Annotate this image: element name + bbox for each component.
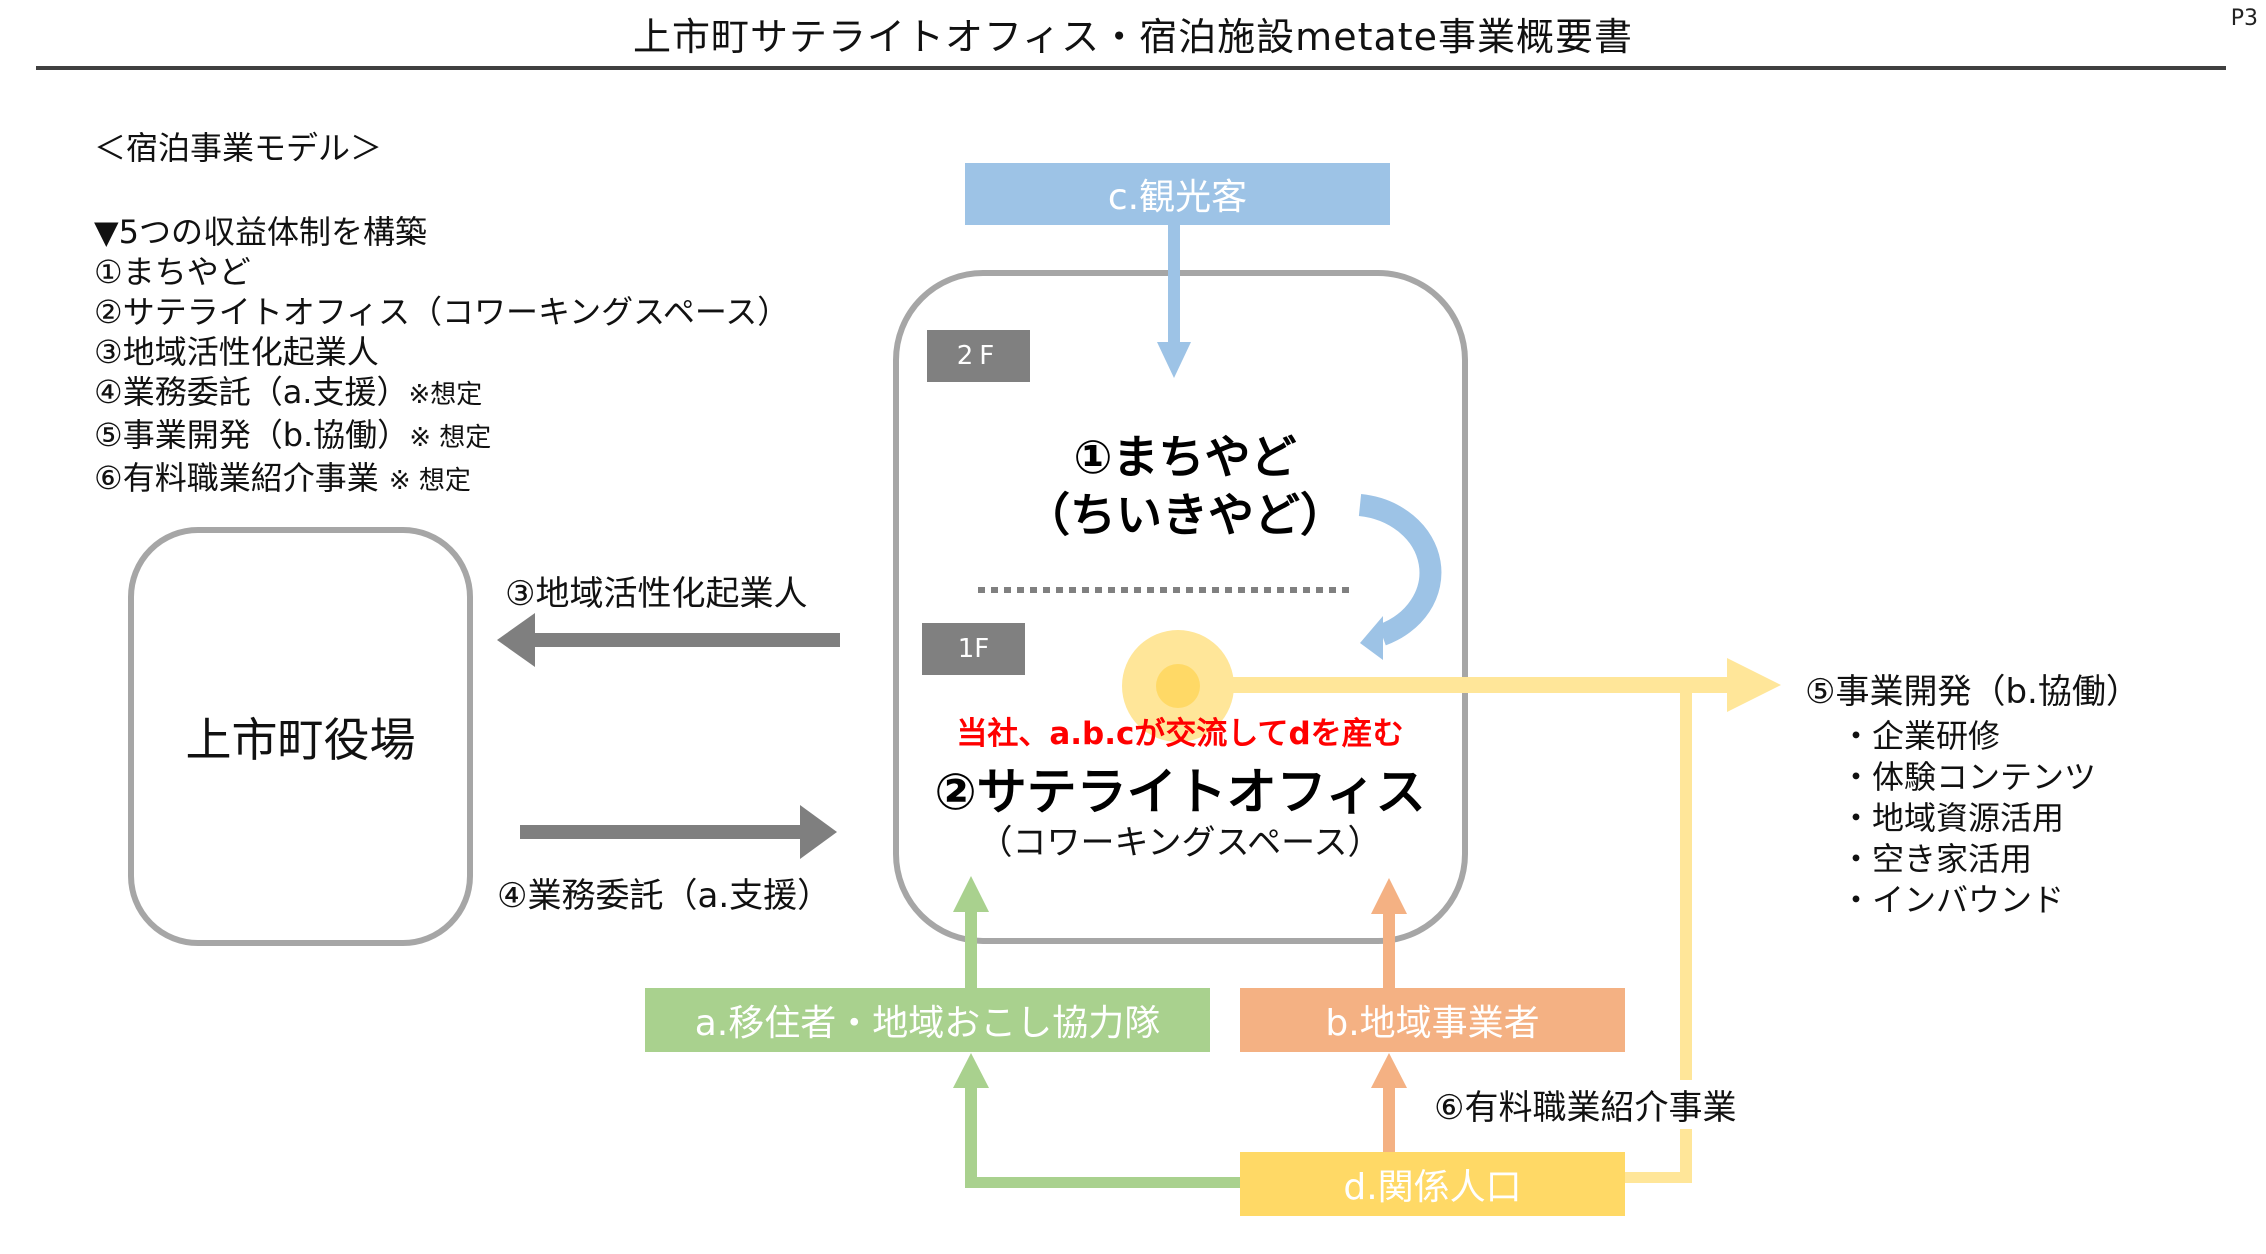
exchange-circle [1122,630,1234,742]
curved-arrow-2f-to-1f [1358,494,1442,660]
flow-4-label: ④業務委託（a.支援） [497,876,832,916]
revenue-item: ②サテライトオフィス（コワーキングスペース） [94,293,790,331]
page-number: P3 [2230,6,2258,31]
revenue-item: ①まちやど [94,253,251,291]
arrow-3-left [497,613,840,667]
flow-6-label: ⑥有料職業紹介事業 [1428,1080,1743,1129]
revenue-item: ⑤事業開発（b.協働）※ 想定 [94,416,492,454]
model-heading: ＜宿泊事業モデル＞ [94,129,383,167]
revenue-item: ⑥有料職業紹介事業 ※ 想定 [94,459,471,497]
arrow-b-to-office [1371,878,1407,988]
business-dev-list: ・企業研修 ・体験コンテンツ ・地域資源活用 ・空き家活用 ・インバウンド [1840,716,2096,921]
floor-2f-label: 2F [927,330,1030,382]
tourist-arrow [1157,225,1191,378]
arrow-4-right [520,805,837,859]
business-dev-item: ・体験コンテンツ [1840,758,2097,796]
business-dev-title: ⑤事業開発（b.協働） [1805,672,2140,712]
coworking-label: （コワーキングスペース） [978,823,1382,863]
business-dev-item: ・空き家活用 [1840,840,2033,878]
revenue-title: ▼5つの収益体制を構築 [94,213,427,251]
revenue-list: ▼5つの収益体制を構築 ①まちやど ②サテライトオフィス（コワーキングスペース）… [94,212,789,501]
business-dev-item: ・企業研修 [1840,717,2001,755]
exchange-text: 当社、a.b.cが交流してdを産む [956,716,1404,752]
arrow-5-business-dev [1180,658,1781,1183]
machiyado-label: ①まちやど （ちいきやど） [1024,430,1346,542]
migrants-box: a.移住者・地域おこし協力隊 [645,988,1210,1052]
satellite-office-label: ②サテライトオフィス [934,763,1426,821]
related-population-box: d.関係人口 [1240,1152,1625,1216]
revenue-note: ※想定 [408,380,483,410]
building-box [893,270,1468,944]
flow-3-label: ③地域活性化起業人 [505,574,808,614]
revenue-item: ③地域活性化起業人 [94,333,379,371]
arrow-d-to-a [953,1053,1240,1188]
revenue-item: ④業務委託（a.支援）※想定 [94,373,483,411]
business-dev-item: ・インバウンド [1840,881,2065,919]
tourists-box: c.観光客 [965,163,1390,225]
arrow-a-to-office [953,876,989,988]
revenue-note: ※ 想定 [409,423,492,453]
local-business-box: b.地域事業者 [1240,988,1625,1052]
floor-1f-label: 1F [922,623,1025,675]
arrow-d-to-b [1371,1053,1407,1152]
revenue-note: ※ 想定 [388,466,471,496]
title-divider [36,66,2226,70]
business-dev-item: ・地域資源活用 [1840,799,2065,837]
document-title: 上市町サテライトオフィス・宿泊施設metate事業概要書 [632,15,1634,59]
town-hall-box: 上市町役場 [128,527,473,946]
